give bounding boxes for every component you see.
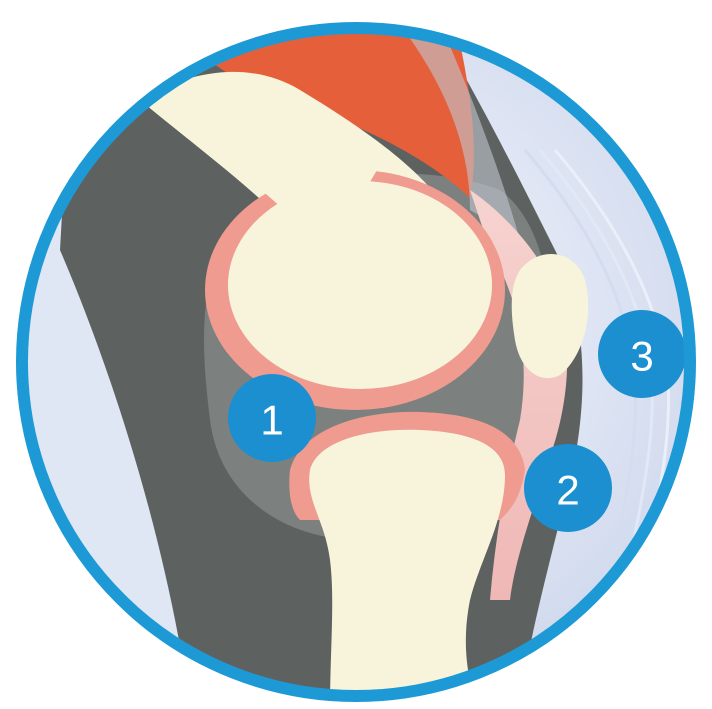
marker-1: 1 [228,374,316,462]
marker-2: 2 [524,444,612,532]
femur-condyle [228,181,492,389]
marker-1-label: 1 [260,397,283,444]
marker-2-label: 2 [556,467,579,514]
marker-3-label: 3 [630,333,653,380]
marker-3: 3 [598,310,686,398]
